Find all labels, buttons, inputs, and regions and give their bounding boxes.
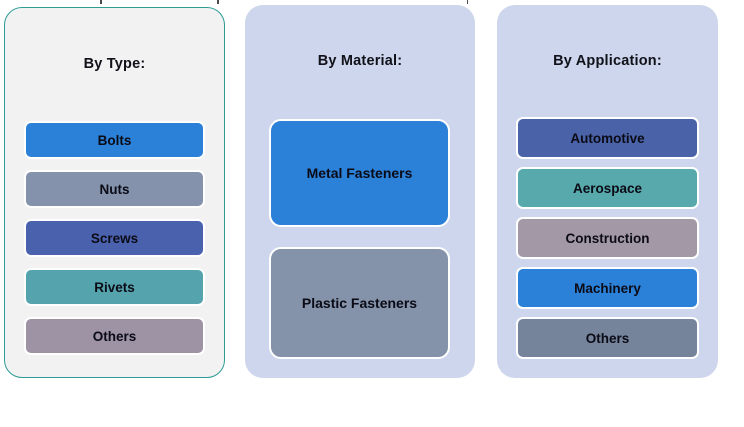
panel-title-by-type: By Type: [83, 56, 146, 72]
item-automotive: Automotive [516, 117, 699, 159]
item-others-application: Others [516, 317, 699, 359]
panel-title-by-application: By Application: [553, 53, 662, 69]
item-rivets: Rivets [24, 268, 205, 306]
item-nuts: Nuts [24, 170, 205, 208]
application-items: Automotive Aerospace Construction Machin… [516, 117, 699, 359]
item-machinery: Machinery [516, 267, 699, 309]
item-others-type: Others [24, 317, 205, 355]
text-fragment [100, 0, 102, 4]
text-fragment [467, 0, 468, 4]
item-plastic-fasteners: Plastic Fasteners [269, 247, 450, 359]
panel-by-application: By Application: Automotive Aerospace Con… [497, 5, 718, 378]
item-screws: Screws [24, 219, 205, 257]
item-construction: Construction [516, 217, 699, 259]
item-aerospace: Aerospace [516, 167, 699, 209]
panel-by-type: By Type: Bolts Nuts Screws Rivets Others [4, 7, 225, 378]
type-items: Bolts Nuts Screws Rivets Others [24, 121, 205, 355]
material-items: Metal Fasteners Plastic Fasteners [269, 119, 450, 359]
panel-title-by-material: By Material: [317, 53, 403, 69]
panel-by-material: By Material: Metal Fasteners Plastic Fas… [245, 5, 475, 378]
text-fragment [217, 0, 219, 4]
item-bolts: Bolts [24, 121, 205, 159]
item-metal-fasteners: Metal Fasteners [269, 119, 450, 227]
